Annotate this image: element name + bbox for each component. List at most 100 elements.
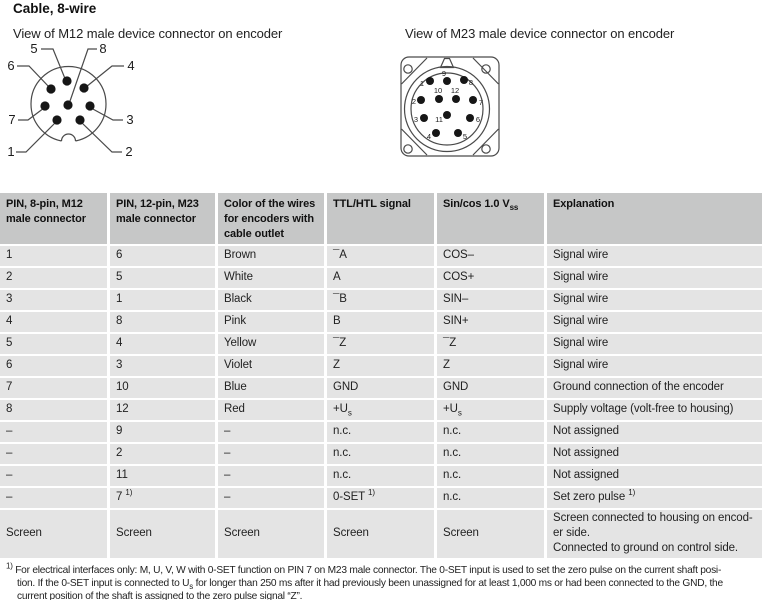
m23-connector-diagram: 9 1 8 10 12 2 7 3 11 6 4 5 bbox=[400, 56, 500, 157]
m12-pin-label: 5 bbox=[30, 41, 37, 56]
table-cell: – bbox=[218, 422, 327, 444]
table-cell: Not assigned bbox=[547, 422, 762, 444]
m23-pin-label: 11 bbox=[435, 115, 443, 124]
table-cell: B bbox=[327, 312, 437, 334]
table-cell: n.c. bbox=[327, 422, 437, 444]
m23-inner-circle bbox=[410, 72, 484, 146]
table-cell: Signal wire bbox=[547, 290, 762, 312]
table-cell: 11 bbox=[110, 466, 218, 488]
table-cell: Pink bbox=[218, 312, 327, 334]
table-cell: Red bbox=[218, 400, 327, 422]
table-cell: 1 bbox=[110, 290, 218, 312]
table-cell: 4 bbox=[0, 312, 110, 334]
table-cell: n.c. bbox=[437, 444, 547, 466]
m12-pin-label: 2 bbox=[125, 144, 132, 159]
table-cell: COS– bbox=[437, 246, 547, 268]
m12-notch-mask bbox=[61, 134, 76, 146]
m23-keyway-notch bbox=[439, 57, 455, 69]
m23-pin-label: 5 bbox=[463, 132, 467, 141]
table-cell: 3 bbox=[110, 356, 218, 378]
m23-pin-label: 4 bbox=[427, 132, 431, 141]
table-row: –7 1)–0-SET 1)n.c.Set zero pulse 1) bbox=[0, 488, 762, 510]
m23-outer-circle bbox=[403, 65, 491, 153]
table-cell: Screen connected to housing on encod-er … bbox=[547, 510, 762, 560]
table-cell: COS+ bbox=[437, 268, 547, 290]
table-cell: – bbox=[218, 466, 327, 488]
m12-pin-dots bbox=[40, 76, 95, 125]
table-cell: +Us bbox=[437, 400, 547, 422]
table-cell: Black bbox=[218, 290, 327, 312]
m12-pin-label: 1 bbox=[7, 144, 14, 159]
m12-pin-label: 8 bbox=[99, 41, 106, 56]
table-cell: ¯Z bbox=[437, 334, 547, 356]
table-cell: 0-SET 1) bbox=[327, 488, 437, 510]
m12-connector-diagram: 5 8 6 4 7 3 1 2 bbox=[7, 41, 134, 159]
m23-pin-label: 8 bbox=[469, 78, 473, 87]
table-cell: Supply voltage (volt-free to housing) bbox=[547, 400, 762, 422]
table-cell: Not assigned bbox=[547, 466, 762, 488]
table-cell: Screen bbox=[110, 510, 218, 560]
table-cell: 3 bbox=[0, 290, 110, 312]
m12-keyway-notch bbox=[60, 133, 77, 142]
page-title: Cable, 8-wire bbox=[13, 1, 97, 16]
m23-pin-label: 10 bbox=[434, 86, 442, 95]
column-header: TTL/HTL signal bbox=[327, 193, 437, 246]
m12-caption: View of M12 male device connector on enc… bbox=[13, 26, 283, 41]
table-cell: 6 bbox=[0, 356, 110, 378]
table-row: –9–n.c.n.c.Not assigned bbox=[0, 422, 762, 444]
table-cell: n.c. bbox=[437, 466, 547, 488]
table-cell: Screen bbox=[327, 510, 437, 560]
table-cell: GND bbox=[327, 378, 437, 400]
table-cell: 8 bbox=[0, 400, 110, 422]
table-cell: n.c. bbox=[437, 422, 547, 444]
table-cell: 6 bbox=[110, 246, 218, 268]
table-cell: ¯Z bbox=[327, 334, 437, 356]
table-cell: A bbox=[327, 268, 437, 290]
table-cell: – bbox=[0, 422, 110, 444]
m12-pin-label: 3 bbox=[126, 112, 133, 127]
table-cell: GND bbox=[437, 378, 547, 400]
table-cell: Brown bbox=[218, 246, 327, 268]
m12-pin-label: 4 bbox=[127, 58, 134, 73]
table-cell: ¯B bbox=[327, 290, 437, 312]
m23-pin-label: 2 bbox=[412, 97, 416, 106]
table-cell: Signal wire bbox=[547, 268, 762, 290]
table-cell: Z bbox=[327, 356, 437, 378]
table-cell: – bbox=[218, 488, 327, 510]
table-cell: 5 bbox=[110, 268, 218, 290]
table-cell: Set zero pulse 1) bbox=[547, 488, 762, 510]
table-cell: – bbox=[0, 488, 110, 510]
table-cell: Screen bbox=[0, 510, 110, 560]
m23-mounting-holes bbox=[403, 64, 491, 154]
m23-caption: View of M23 male device connector on enc… bbox=[405, 26, 675, 41]
table-cell: Signal wire bbox=[547, 356, 762, 378]
table-cell: 4 bbox=[110, 334, 218, 356]
table-cell: n.c. bbox=[437, 488, 547, 510]
table-row: –11–n.c.n.c.Not assigned bbox=[0, 466, 762, 488]
footnote: 1) For electrical interfaces only: M, U,… bbox=[6, 561, 723, 600]
m23-flange bbox=[400, 56, 500, 157]
table-cell: SIN– bbox=[437, 290, 547, 312]
table-cell: 2 bbox=[110, 444, 218, 466]
table-cell: Signal wire bbox=[547, 312, 762, 334]
table-cell: Yellow bbox=[218, 334, 327, 356]
m23-pin-dots bbox=[417, 76, 477, 137]
table-cell: 7 bbox=[0, 378, 110, 400]
column-header: Sin/cos 1.0 Vss bbox=[437, 193, 547, 246]
m23-pin-label: 9 bbox=[442, 69, 446, 78]
table-cell: Violet bbox=[218, 356, 327, 378]
table-cell: 2 bbox=[0, 268, 110, 290]
